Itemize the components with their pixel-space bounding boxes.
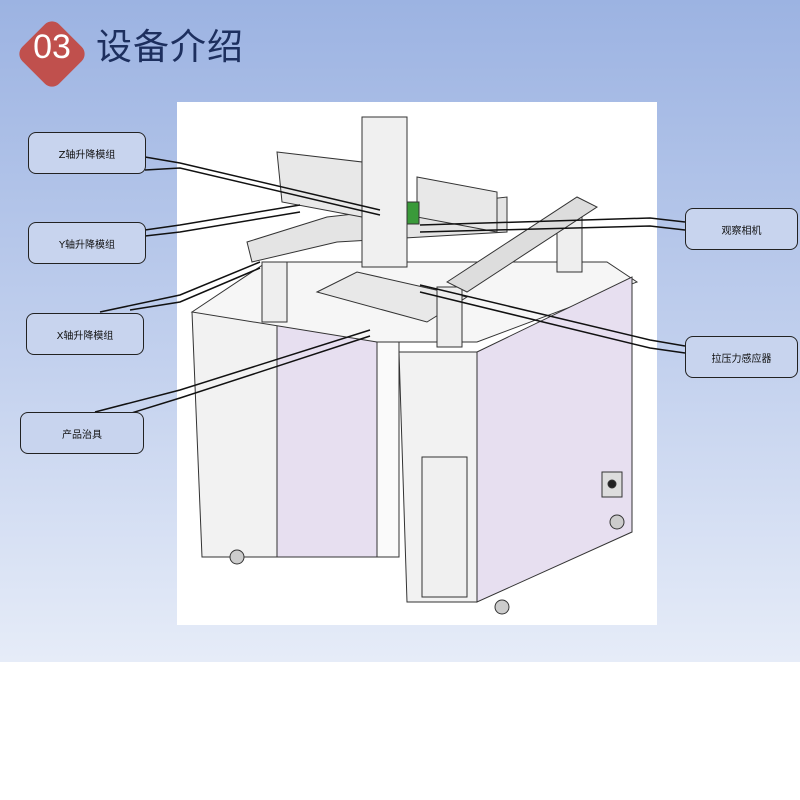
callout-z-axis-module: Z轴升降模组 — [28, 132, 146, 174]
callout-y-axis-module: Y轴升降模组 — [28, 222, 146, 264]
callout-force-sensor: 拉压力感应器 — [685, 336, 798, 378]
page-title: 设备介绍 — [96, 27, 245, 68]
callout-product-fixture: 产品治具 — [20, 412, 144, 454]
callout-x-axis-module: X轴升降模组 — [26, 313, 144, 355]
machine-diagram — [177, 102, 657, 625]
callout-observation-camera: 观察相机 — [685, 208, 798, 250]
section-number: 03 — [33, 28, 71, 66]
section-badge — [19, 21, 85, 87]
